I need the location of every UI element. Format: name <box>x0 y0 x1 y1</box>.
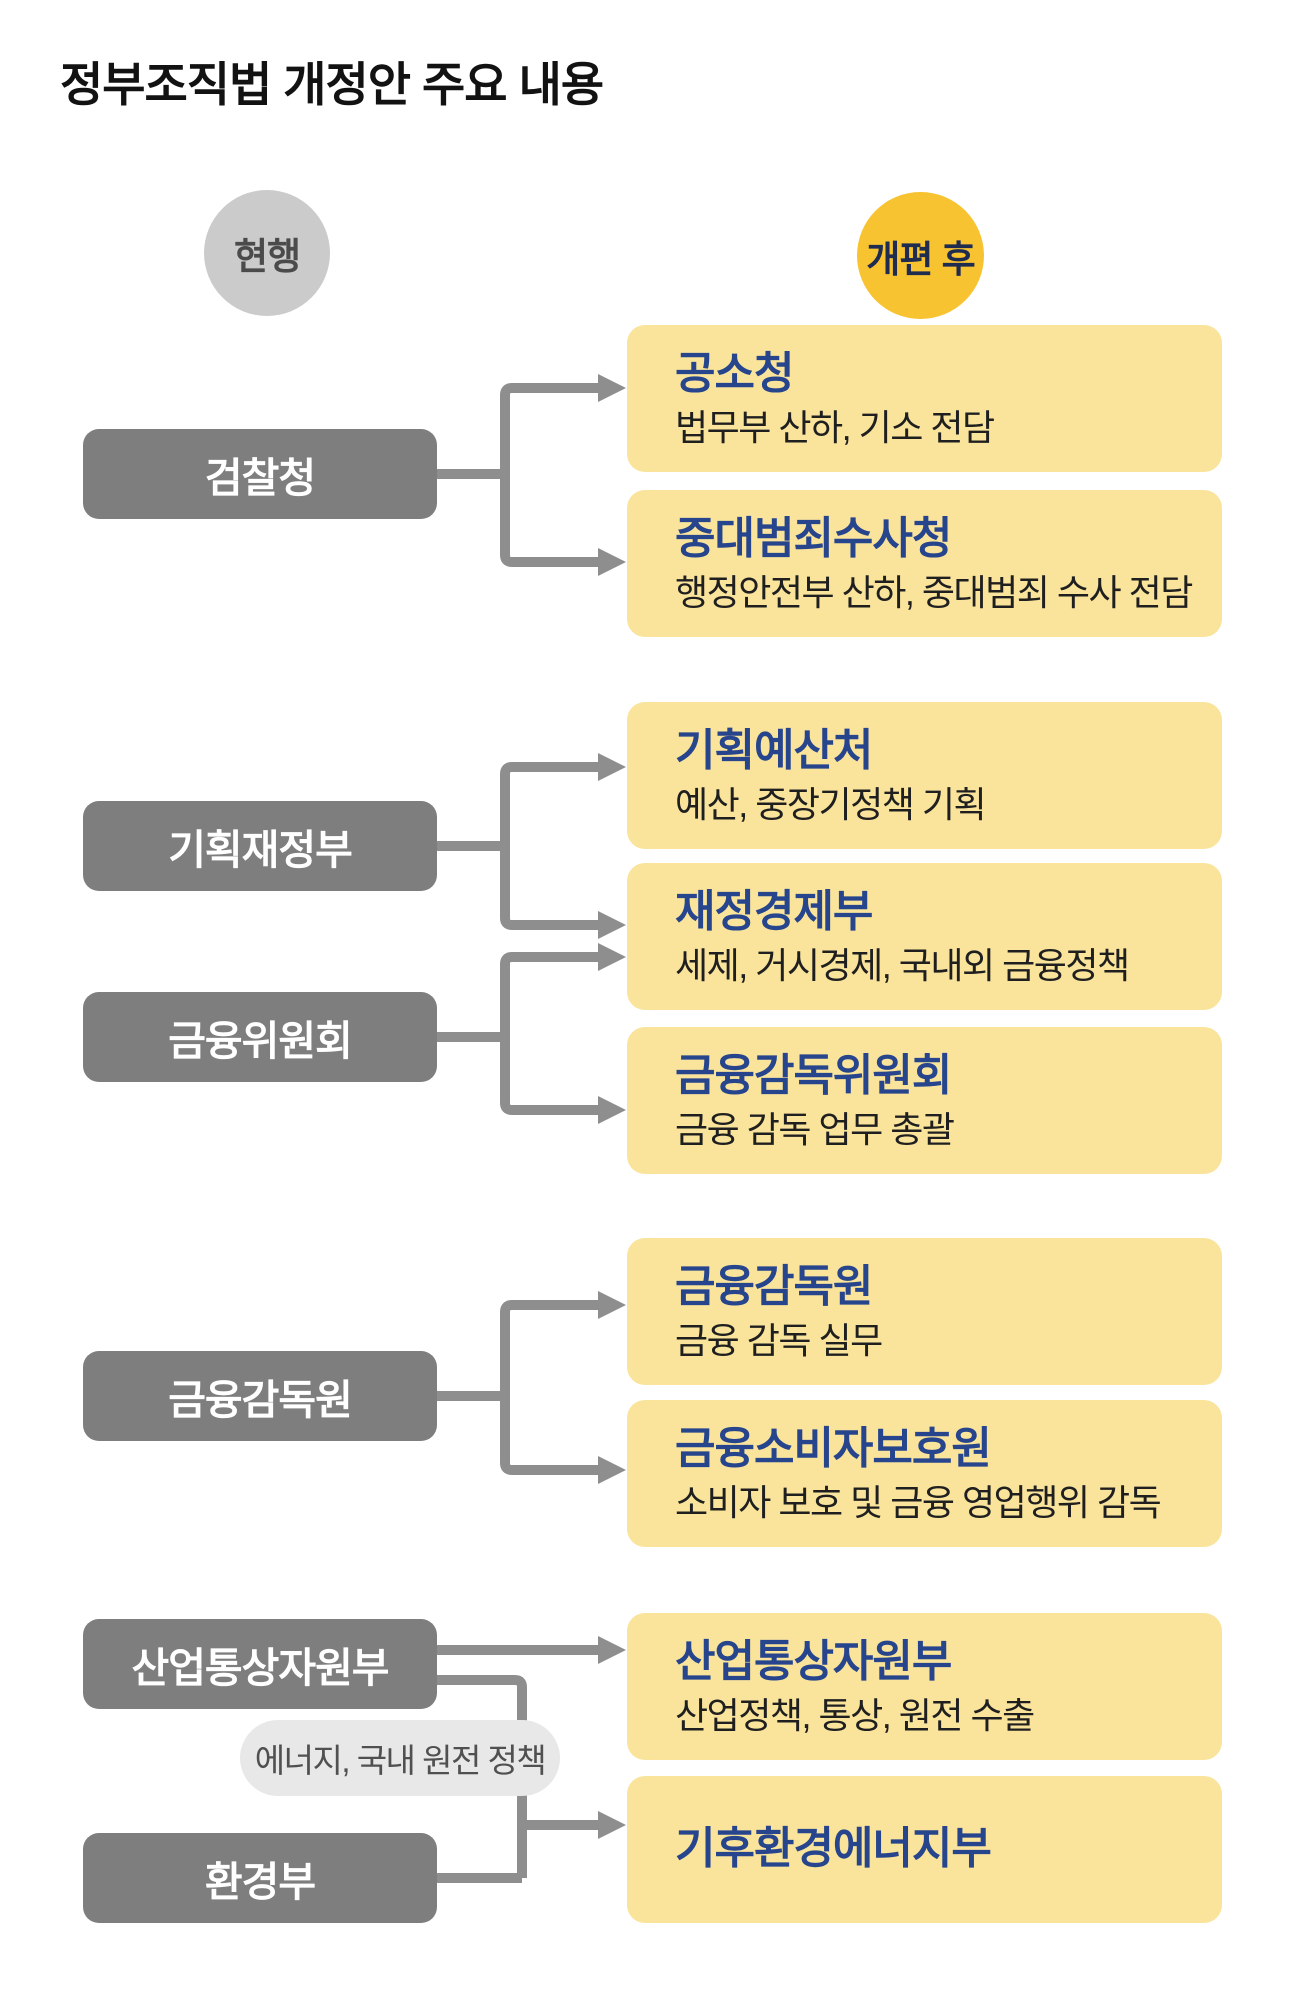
note-pill-energy-policy: 에너지, 국내 원전 정책 <box>240 1720 560 1796</box>
current-box-label: 기획재정부 <box>168 827 353 873</box>
reform-box-desc: 법무부 산하, 기소 전담 <box>675 406 995 448</box>
reform-box-climate-energy-ministry: 기후환경에너지부 <box>627 1776 1222 1923</box>
reform-box-title: 기획예산처 <box>675 725 873 775</box>
reform-box-industry-ministry: 산업통상자원부 산업정책, 통상, 원전 수출 <box>627 1613 1222 1760</box>
reform-box-title: 산업통상자원부 <box>675 1636 952 1686</box>
current-box-label: 금융위원회 <box>168 1018 353 1064</box>
current-box-label: 산업통상자원부 <box>131 1645 389 1691</box>
reform-box-finance-economy-ministry: 재정경제부 세제, 거시경제, 국내외 금융정책 <box>627 863 1222 1010</box>
reform-box-desc: 산업정책, 통상, 원전 수출 <box>675 1694 1035 1736</box>
reform-box-title: 공소청 <box>675 348 794 398</box>
reform-box-planning-budget-office: 기획예산처 예산, 중장기정책 기획 <box>627 702 1222 849</box>
note-pill-label: 에너지, 국내 원전 정책 <box>254 1742 547 1779</box>
reform-box-desc: 세제, 거시경제, 국내외 금융정책 <box>675 944 1130 986</box>
reform-box-title: 중대범죄수사청 <box>675 513 952 563</box>
current-box-financial-supervisory-service: 금융감독원 <box>83 1351 437 1441</box>
reform-box-financial-consumer-protection-agency: 금융소비자보호원 소비자 보호 및 금융 영업행위 감독 <box>627 1400 1222 1547</box>
reform-box-title: 금융소비자보호원 <box>675 1423 992 1473</box>
current-box-prosecutors-office: 검찰청 <box>83 429 437 519</box>
reform-box-desc: 행정안전부 산하, 중대범죄 수사 전담 <box>675 571 1193 613</box>
current-box-financial-services-commission: 금융위원회 <box>83 992 437 1082</box>
reform-box-financial-supervisory-commission: 금융감독위원회 금융 감독 업무 총괄 <box>627 1027 1222 1174</box>
current-box-label: 환경부 <box>204 1859 316 1905</box>
current-box-label: 금융감독원 <box>168 1377 353 1423</box>
badge-after-label: 개편 후 <box>866 238 975 280</box>
current-box-finance-ministry: 기획재정부 <box>83 801 437 891</box>
badge-current: 현행 <box>204 190 330 316</box>
reform-box-desc: 소비자 보호 및 금융 영업행위 감독 <box>675 1481 1162 1523</box>
reform-box-title: 금융감독위원회 <box>675 1050 952 1100</box>
current-box-industry-ministry: 산업통상자원부 <box>83 1619 437 1709</box>
badge-after: 개편 후 <box>857 192 984 319</box>
reform-box-title: 금융감독원 <box>675 1261 873 1311</box>
reform-box-desc: 금융 감독 업무 총괄 <box>675 1108 955 1150</box>
reform-box-desc: 금융 감독 실무 <box>675 1319 883 1361</box>
reform-box-title: 기후환경에너지부 <box>675 1824 992 1874</box>
reform-box-serious-crimes-investigation-agency: 중대범죄수사청 행정안전부 산하, 중대범죄 수사 전담 <box>627 490 1222 637</box>
current-box-label: 검찰청 <box>204 455 316 501</box>
page-title: 정부조직법 개정안 주요 내용 <box>60 58 604 111</box>
current-box-environment-ministry: 환경부 <box>83 1833 437 1923</box>
reform-box-prosecution-agency: 공소청 법무부 산하, 기소 전담 <box>627 325 1222 472</box>
reform-box-title: 재정경제부 <box>675 886 873 936</box>
reform-box-financial-supervisory-service: 금융감독원 금융 감독 실무 <box>627 1238 1222 1385</box>
badge-current-label: 현행 <box>233 236 301 277</box>
reform-box-desc: 예산, 중장기정책 기획 <box>675 783 987 825</box>
